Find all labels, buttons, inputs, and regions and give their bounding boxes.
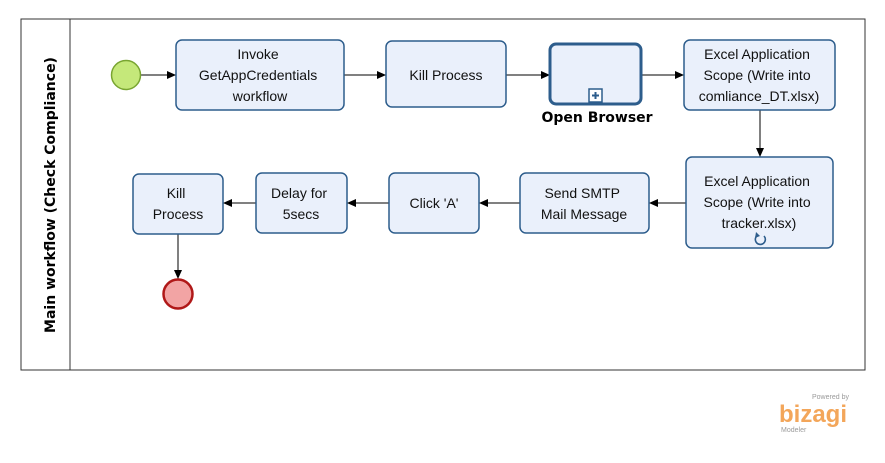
task-excel2-line2: Scope (Write into (703, 194, 810, 210)
task-smtp-line1: Send SMTP (544, 185, 619, 201)
svg-text:Kill Process: Kill Process (153, 185, 204, 222)
task-kill1-line1: Kill Process (409, 67, 482, 83)
task-smtp-line2: Mail Message (541, 206, 628, 222)
task-send-smtp-mail[interactable]: Send SMTP Mail Message (519, 172, 650, 234)
task-excel1-line1: Excel Application (704, 46, 810, 62)
subprocess-open-browser[interactable]: Open Browser (541, 42, 653, 126)
task-clicka-line1: Click 'A' (410, 195, 459, 211)
task-excel2-line1: Excel Application (704, 173, 810, 189)
task-delay-5secs[interactable]: Delay for 5secs (255, 172, 348, 234)
subprocess-open-browser-label: Open Browser (541, 110, 652, 126)
powered-by-text: Powered by (812, 394, 849, 401)
task-excel1-line3: comliance_DT.xlsx) (699, 88, 820, 104)
task-invoke-line3: workflow (232, 88, 288, 104)
task-kill-process-2[interactable]: Kill Process (132, 173, 224, 235)
task-excel1-line2: Scope (Write into (703, 67, 810, 83)
bizagi-branding: Powered by bizagi Modeler (779, 394, 849, 434)
svg-text:Kill Process: Kill Process (409, 67, 482, 83)
task-excel-scope-compliance[interactable]: Excel Application Scope (Write into coml… (683, 39, 836, 111)
task-excel-scope-tracker[interactable]: Excel Application Scope (Write into trac… (685, 156, 834, 249)
start-event[interactable] (110, 59, 142, 91)
task-kill2-line1: Kill (167, 185, 186, 201)
svg-text:Excel Application Scope: Excel Application Scope (Write into coml… (699, 46, 820, 104)
loop-marker-icon (754, 232, 767, 246)
svg-text:Excel Application Scope: Excel Application Scope (Write into trac… (703, 173, 814, 231)
task-delay-line2: 5secs (283, 206, 320, 222)
svg-text:Invoke GetAppCredentials: Invoke GetAppCredentials workflow (199, 46, 321, 104)
svg-text:Click 'A': Click 'A' (410, 195, 459, 211)
task-excel2-line3: tracker.xlsx) (722, 215, 797, 231)
task-invoke-line1: Invoke (237, 46, 278, 62)
subprocess-expand-icon[interactable] (588, 88, 603, 103)
modeler-text: Modeler (781, 427, 807, 434)
bizagi-logo-text: bizagi (779, 401, 847, 428)
task-kill2-line2: Process (153, 206, 204, 222)
task-invoke-line2: GetAppCredentials (199, 67, 317, 83)
lane-title: Main workflow (Check Compliance) (43, 57, 59, 333)
end-event[interactable] (162, 278, 194, 310)
task-kill-process-1[interactable]: Kill Process (385, 40, 507, 108)
task-click-a[interactable]: Click 'A' (388, 172, 480, 234)
svg-text:Send SMTP Mail Message: Send SMTP Mail Message (541, 185, 628, 222)
task-invoke-getappcredentials[interactable]: Invoke GetAppCredentials workflow (175, 39, 345, 111)
task-delay-line1: Delay for (271, 185, 327, 201)
svg-text:Delay for 5secs: Delay for 5secs (271, 185, 331, 222)
